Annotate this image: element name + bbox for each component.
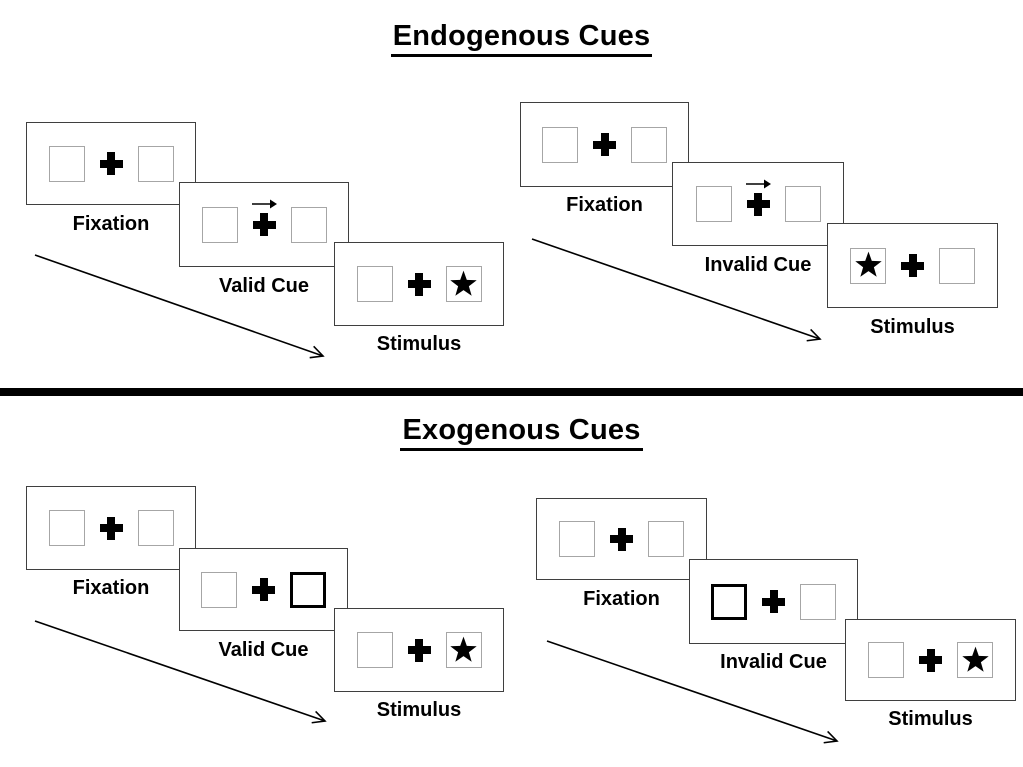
right-box — [445, 266, 482, 302]
left-box — [711, 583, 747, 620]
left-box — [201, 206, 238, 243]
plus-glyph — [610, 528, 633, 551]
stimulus-frame — [845, 619, 1016, 701]
left-box — [868, 642, 904, 678]
plus-glyph — [747, 193, 770, 216]
fixation-cross-icon — [100, 517, 123, 540]
section-title-text: Endogenous Cues — [390, 20, 653, 57]
star-icon — [450, 636, 477, 662]
left-box — [559, 521, 595, 557]
left-box — [695, 186, 732, 222]
frame-label: Fixation — [566, 194, 643, 216]
right-box — [957, 642, 993, 678]
frame-label: Stimulus — [888, 708, 973, 730]
stimulus-frame — [334, 242, 504, 326]
star-icon — [450, 270, 477, 296]
fixation-cross-icon — [251, 199, 277, 236]
plus-glyph — [919, 649, 942, 672]
right-arrow-icon — [745, 179, 771, 188]
invalid-cue-frame — [672, 162, 844, 246]
plus-glyph — [253, 213, 276, 236]
timeline-arrow — [531, 238, 822, 342]
left-box — [850, 247, 886, 284]
valid-cue-frame — [179, 182, 349, 267]
fixation-cross-icon — [408, 639, 431, 662]
fixation-frame — [536, 498, 707, 580]
left-box — [48, 145, 85, 182]
frame-label: Valid Cue — [218, 275, 310, 297]
plus-glyph — [100, 152, 123, 175]
stimulus-frame — [334, 608, 504, 692]
timeline-arrow — [34, 620, 327, 724]
right-box — [939, 247, 975, 284]
star-icon — [854, 251, 882, 277]
right-box — [290, 571, 326, 608]
timeline-arrow — [546, 640, 839, 744]
plus-glyph — [408, 639, 431, 662]
fixation-cross-icon — [610, 528, 633, 551]
fixation-cross-icon — [745, 179, 771, 216]
section-title-exogenous: Exogenous Cues — [0, 414, 1023, 451]
fixation-cross-icon — [593, 133, 616, 156]
fixation-cross-icon — [252, 578, 275, 601]
frame-label: Fixation — [72, 213, 150, 235]
fixation-cross-icon — [100, 152, 123, 175]
frame-label: Stimulus — [376, 333, 462, 355]
left-box — [356, 266, 393, 302]
left-box — [48, 510, 85, 546]
stimulus-frame — [827, 223, 998, 308]
right-box — [137, 145, 174, 182]
timeline-arrow — [34, 254, 325, 359]
frame-label: Fixation — [72, 577, 150, 599]
right-box — [800, 583, 836, 620]
fixation-frame — [26, 486, 196, 570]
star-icon — [961, 646, 989, 672]
fixation-cross-icon — [408, 273, 431, 296]
section-title-endogenous: Endogenous Cues — [0, 20, 1023, 57]
frame-label: Invalid Cue — [720, 651, 827, 673]
right-box — [631, 126, 667, 163]
plus-glyph — [100, 517, 123, 540]
left-box — [201, 571, 237, 608]
plus-glyph — [762, 590, 785, 613]
right-box — [648, 521, 684, 557]
section-divider — [0, 388, 1023, 396]
frame-label: Fixation — [583, 588, 660, 610]
plus-glyph — [593, 133, 616, 156]
section-title-text: Exogenous Cues — [400, 414, 643, 451]
right-box — [445, 632, 482, 668]
invalid-cue-frame — [689, 559, 858, 644]
frame-label: Stimulus — [870, 316, 955, 338]
frame-label: Valid Cue — [218, 639, 309, 661]
left-box — [356, 632, 393, 668]
frame-label: Stimulus — [376, 699, 462, 721]
plus-glyph — [252, 578, 275, 601]
frame-label: Invalid Cue — [704, 254, 812, 276]
right-box — [290, 206, 327, 243]
fixation-cross-icon — [901, 254, 924, 277]
fixation-cross-icon — [919, 649, 942, 672]
left-box — [542, 126, 578, 163]
fixation-frame — [26, 122, 196, 205]
plus-glyph — [408, 273, 431, 296]
valid-cue-frame — [179, 548, 348, 631]
right-arrow-icon — [251, 199, 277, 209]
right-box — [137, 510, 174, 546]
fixation-frame — [520, 102, 689, 187]
plus-glyph — [901, 254, 924, 277]
fixation-cross-icon — [762, 590, 785, 613]
right-box — [784, 186, 821, 222]
